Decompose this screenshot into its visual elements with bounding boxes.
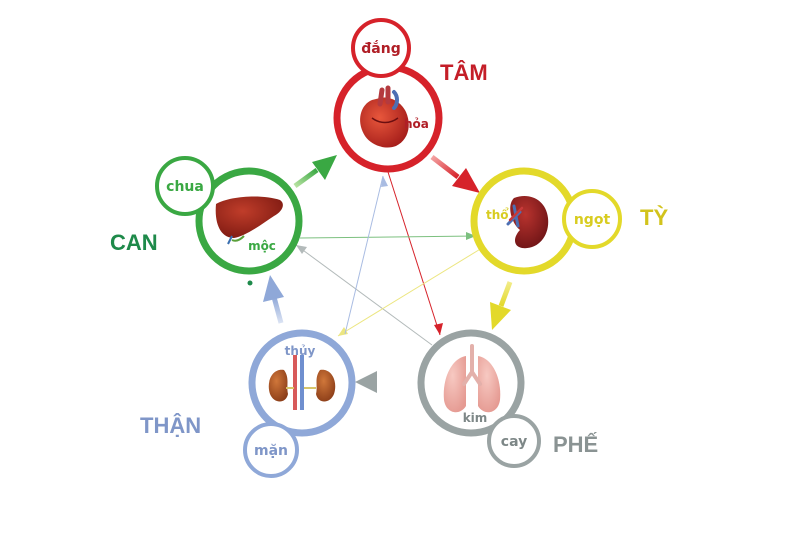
ty-taste-label: ngọt xyxy=(574,212,611,228)
ty-organ-name: TỲ xyxy=(640,205,668,230)
node-ty: thổ ngọt TỲ xyxy=(470,167,668,275)
line-than-to-tam xyxy=(344,175,384,335)
arrowhead-than-to-tam xyxy=(381,176,388,187)
node-can: mộc chua CAN xyxy=(110,156,303,286)
kidneys-icon xyxy=(268,355,336,410)
line-can-to-ty xyxy=(299,235,477,239)
spleen-icon xyxy=(506,196,549,249)
can-element-label: mộc xyxy=(248,239,276,253)
phe-taste-label: cay xyxy=(501,434,527,450)
arrowhead-can-to-tam xyxy=(312,155,337,180)
generation-cycle-arrows xyxy=(263,155,513,393)
tam-taste-label: đắng xyxy=(361,40,400,57)
control-cycle-lines xyxy=(295,171,483,346)
lungs-icon xyxy=(443,344,501,413)
arrowhead-can-to-ty xyxy=(466,232,476,240)
than-element-label: thủy xyxy=(285,344,316,358)
phe-organ-name: PHẾ xyxy=(553,432,598,457)
node-tam: hỏa đắng TÂM xyxy=(333,18,488,173)
arrow-than-to-can xyxy=(271,296,284,324)
tam-element-label: hỏa xyxy=(404,117,429,131)
arrowhead-ty-to-phe xyxy=(490,302,511,330)
line-tam-to-phe xyxy=(387,171,441,336)
arrow-tam-to-ty xyxy=(430,155,460,179)
can-organ-name: CAN xyxy=(110,230,158,255)
arrow-ty-to-phe xyxy=(498,281,513,307)
than-taste-label: mặn xyxy=(254,443,288,459)
tam-taste-circle xyxy=(351,18,411,78)
line-phe-to-can xyxy=(295,244,433,346)
ty-element-label: thổ xyxy=(486,207,509,222)
node-than: thủy mặn THẬN xyxy=(140,329,356,478)
liver-icon xyxy=(215,196,283,245)
tam-organ-name: TÂM xyxy=(440,60,488,85)
arrowhead-phe-to-can xyxy=(296,245,307,254)
arrow-can-to-tam xyxy=(293,167,319,189)
node-phe: kim cay PHẾ xyxy=(417,329,598,468)
can-dot xyxy=(247,280,253,286)
arrowhead-tam-to-ty xyxy=(452,168,480,193)
arrowhead-phe-to-than xyxy=(355,371,377,393)
heart-icon xyxy=(360,85,409,148)
arrowhead-than-to-can xyxy=(263,275,284,302)
arrowhead-tam-to-phe xyxy=(434,323,443,335)
than-taste-circle xyxy=(243,422,299,478)
than-organ-name: THẬN xyxy=(140,413,201,438)
line-ty-to-than xyxy=(337,247,483,337)
phe-element-label: kim xyxy=(463,411,488,425)
phe-taste-circle xyxy=(487,414,541,468)
can-taste-circle xyxy=(155,156,215,216)
can-taste-label: chua xyxy=(166,179,204,195)
ty-taste-circle xyxy=(562,189,622,249)
